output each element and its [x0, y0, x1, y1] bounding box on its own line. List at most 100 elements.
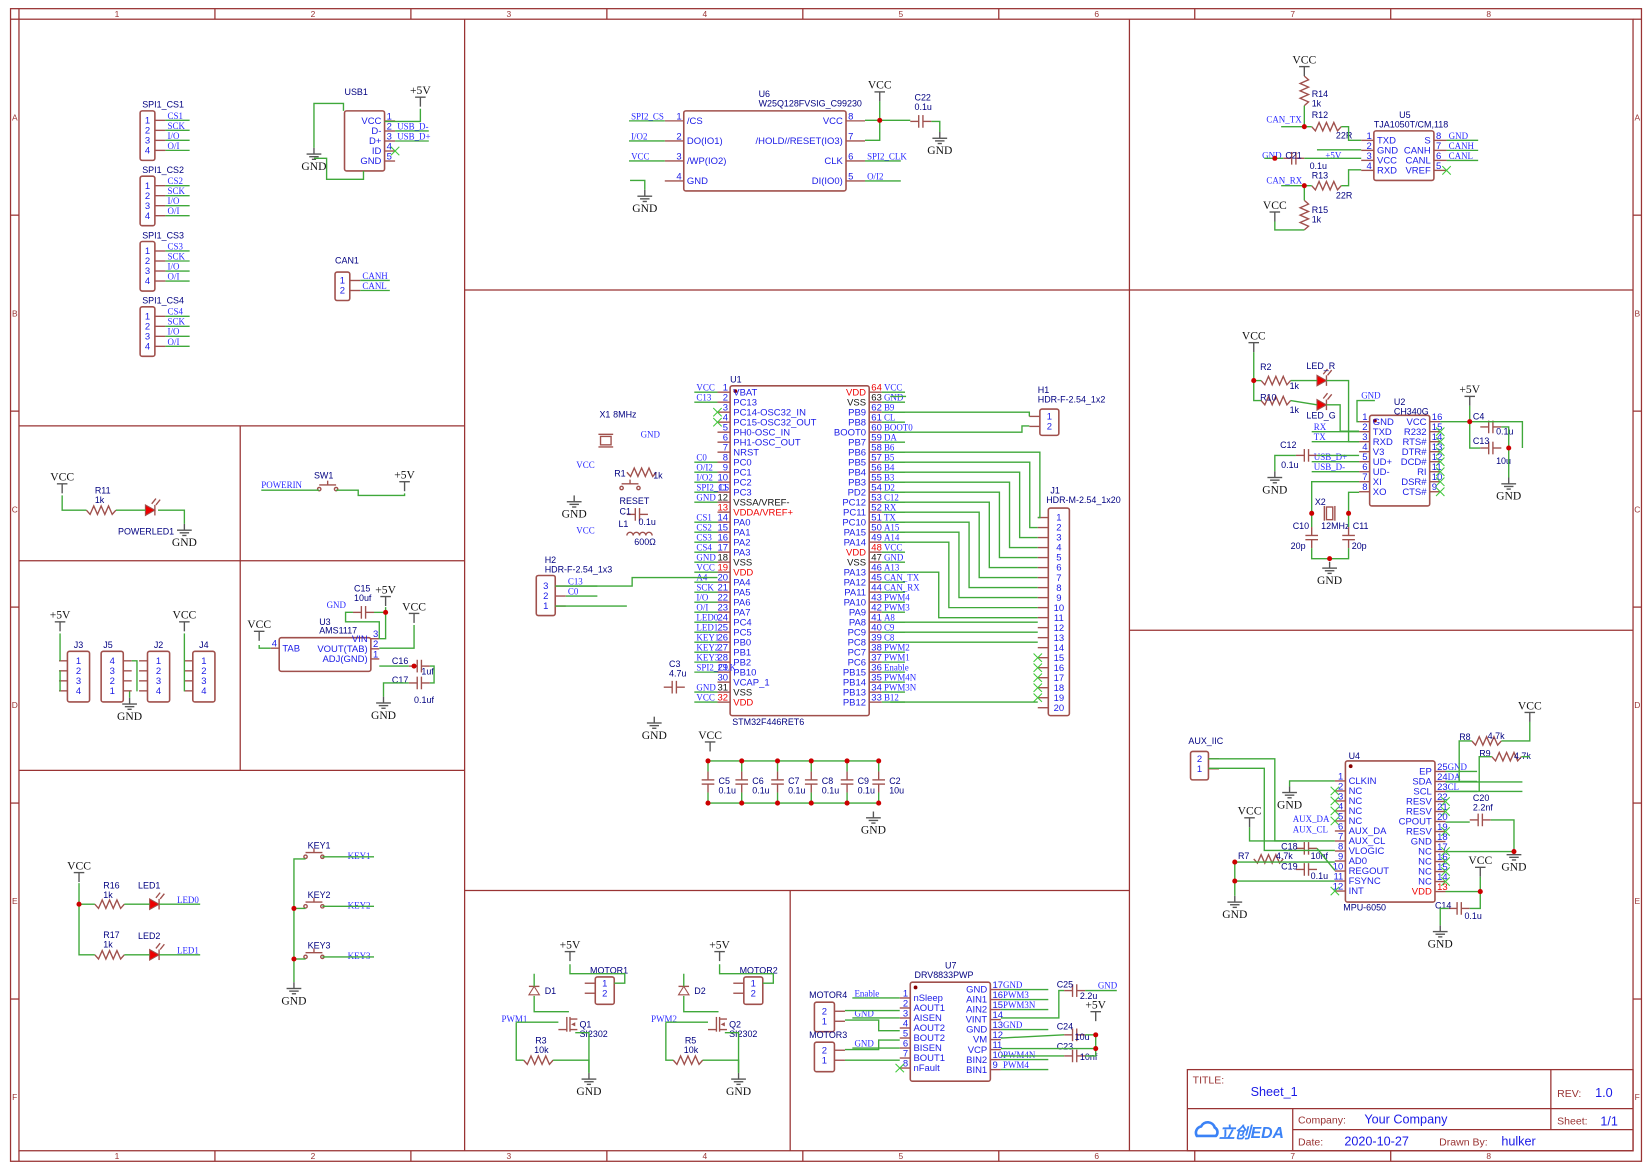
pin-2[interactable]: 2 [1029, 422, 1052, 433]
resistor-r5[interactable] [672, 1054, 704, 1067]
pin-16[interactable]: 16 [1033, 663, 1065, 674]
pin-2[interactable]: 2 [584, 988, 608, 999]
pin-12[interactable]: 12 [1037, 623, 1064, 634]
capacitor-c9[interactable] [840, 771, 854, 793]
resistor-r16[interactable] [94, 898, 125, 911]
pin-3[interactable]: 3 [139, 676, 161, 687]
pin-18[interactable]: 18 [1033, 683, 1065, 694]
pin-3[interactable]: 3 [110, 666, 132, 677]
resistor-r7[interactable] [1253, 852, 1284, 865]
switch-reset[interactable] [619, 479, 641, 491]
pin-6[interactable]: 6 [1037, 563, 1062, 574]
pin-3[interactable]: 3/WP(IO2)VCC [628, 151, 726, 167]
capacitor-c25[interactable] [1064, 984, 1086, 997]
pin-2[interactable]: 2 [1037, 523, 1062, 534]
pin-2[interactable]: 2 [822, 1045, 845, 1056]
pin-15[interactable]: 15 [1033, 653, 1065, 664]
capacitor-c7[interactable] [771, 771, 784, 793]
pin-19[interactable]: 19 [1033, 693, 1065, 704]
pin-2[interactable]: 2 [139, 666, 161, 677]
resistor-r15[interactable] [1298, 199, 1311, 231]
pin-1[interactable]: 1 [139, 656, 161, 667]
pin-1[interactable]: 1 [1029, 412, 1052, 423]
pin-1[interactable]: 1 [110, 686, 132, 697]
component-j1[interactable]: J1HDR-M-2.54_1x2012345678910111213141516… [1033, 485, 1121, 717]
capacitor-c4[interactable] [1480, 420, 1502, 434]
capacitor-c8[interactable] [804, 771, 818, 793]
pin-8[interactable]: 8 [1037, 583, 1062, 594]
pin-7[interactable]: 7/HOLD//RESET(IO3) [756, 131, 865, 147]
capacitor-c23[interactable] [1064, 1049, 1086, 1063]
resistor-r2[interactable] [1260, 374, 1292, 387]
capacitor-c24[interactable] [1064, 1028, 1086, 1042]
pin-4[interactable]: 4 [184, 686, 207, 697]
resistor-r13[interactable] [1311, 179, 1342, 192]
resistor-r8[interactable] [1471, 734, 1502, 747]
